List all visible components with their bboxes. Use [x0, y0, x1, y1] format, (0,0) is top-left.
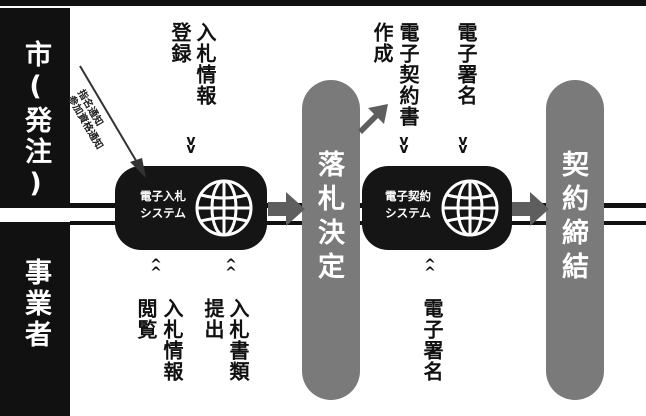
city-e-signature-label: 電子署名 [454, 22, 478, 106]
contract-signing-label: 契約締結 [557, 150, 588, 286]
business-bid-info-label: 入札情報 [160, 298, 184, 382]
bid-info-label: 入札情報 [193, 22, 217, 106]
e-contract-doc-label: 電子契約書 [396, 22, 420, 127]
notice-arrow-icon [79, 65, 146, 178]
business-row-band: 事業者 [0, 222, 70, 416]
browse-label: 閲覧 [134, 298, 158, 340]
e-bidding-system-label-line1: 電子入札 [140, 189, 186, 203]
e-bidding-system-label-line2: システム [140, 205, 186, 220]
bid-documents-label: 入札書類 [226, 298, 250, 382]
business-row-label: 事業者 [20, 258, 51, 351]
globe-icon [195, 179, 253, 237]
chevron-up-icon: ^^ [424, 257, 436, 281]
city-row-label: 市(発注) [20, 40, 51, 203]
arrow-right-icon [512, 192, 549, 226]
arrow-right-icon [268, 192, 305, 226]
bid-decision-label: 落札決定 [313, 150, 344, 286]
e-contract-system-label-line1: 電子契約 [385, 189, 431, 203]
bid-decision-pill: 落札決定 [302, 80, 360, 400]
top-cropped-strip [0, 0, 646, 6]
chevron-up-icon: ^^ [225, 257, 237, 281]
e-contract-system-label: 電子契約 システム [370, 188, 446, 221]
submit-label: 提出 [201, 298, 225, 340]
e-bidding-system-label: 電子入札 システム [125, 188, 201, 221]
globe-icon [441, 179, 499, 237]
registration-label: 登録 [168, 22, 192, 64]
arrow-up-right-icon [358, 104, 388, 134]
e-contract-system-label-line2: システム [385, 205, 431, 220]
creation-label: 作成 [370, 22, 394, 64]
business-e-signature-label: 電子署名 [420, 298, 444, 382]
chevron-up-icon: ^^ [150, 257, 162, 281]
city-row-band: 市(発注) [0, 8, 70, 208]
contract-signing-pill: 契約締結 [546, 80, 604, 400]
